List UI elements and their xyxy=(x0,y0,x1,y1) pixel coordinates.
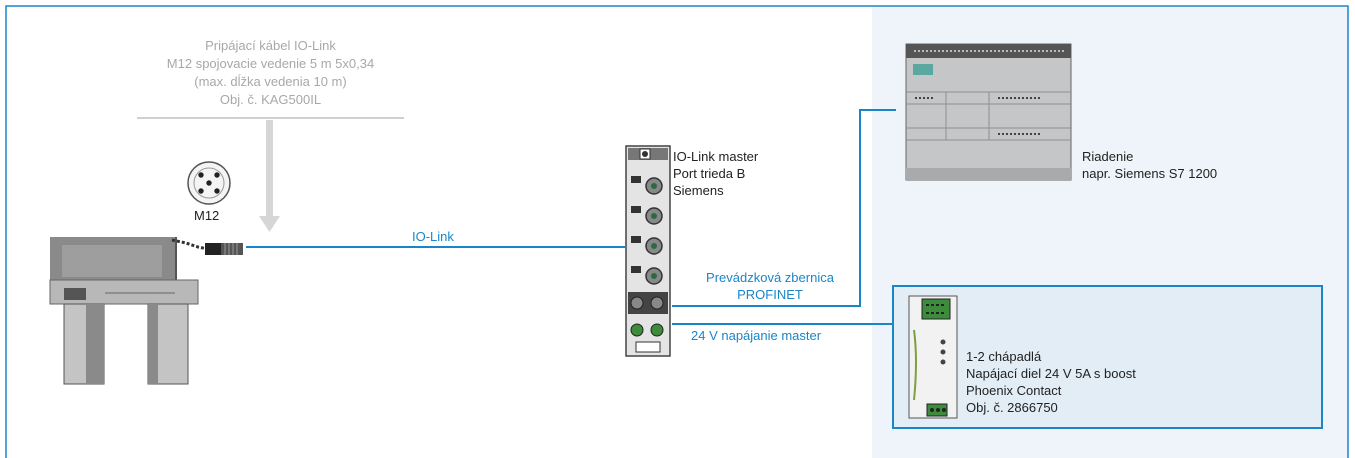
controller-example: napr. Siemens S7 1200 xyxy=(1082,166,1218,181)
outer-frame xyxy=(5,5,1349,458)
power-supply-icon xyxy=(908,295,958,419)
master-description: IO-Link master Port trieda B Siemens xyxy=(673,148,758,199)
profinet-line xyxy=(672,109,896,307)
power-supply-vendor: Phoenix Contact xyxy=(966,383,1062,398)
m12-connector-icon xyxy=(187,161,231,205)
controller-description: Riadenie napr. Siemens S7 1200 xyxy=(1082,148,1217,182)
m12-label: M12 xyxy=(194,208,220,223)
power-supply-order-number: Obj. č. 2866750 xyxy=(966,400,1058,415)
io-link-master-icon xyxy=(625,145,671,357)
io-link-label: IO-Link xyxy=(412,229,454,244)
power-supply-grippers: 1-2 chápadlá xyxy=(966,349,1042,364)
power-supply-description: 1-2 chápadlá Napájací diel 24 V 5A s boo… xyxy=(966,348,1136,416)
bus-protocol: PROFINET xyxy=(737,287,803,302)
cable-arrow-shaft xyxy=(266,120,273,218)
gripper-device-icon xyxy=(49,237,243,385)
cable-order-number: Obj. č. KAG500IL xyxy=(219,92,322,107)
bus-label: Prevádzková zbernica PROFINET xyxy=(676,269,864,303)
cable-max-length: (max. dĺžka vedenia 10 m) xyxy=(194,74,347,89)
cable-arrow-head xyxy=(259,216,280,232)
cable-description: Pripájací kábel IO-Link M12 spojovacie v… xyxy=(137,37,404,109)
master-port-class: Port trieda B xyxy=(673,166,746,181)
power-line-label: 24 V napájanie master xyxy=(691,328,822,343)
power-supply-box xyxy=(892,285,1323,429)
cable-title: Pripájací kábel IO-Link xyxy=(205,38,336,53)
master-vendor: Siemens xyxy=(673,183,724,198)
controller-title: Riadenie xyxy=(1082,149,1134,164)
plc-controller-icon xyxy=(905,43,1072,181)
cable-spec: M12 spojovacie vedenie 5 m 5x0,34 xyxy=(166,56,375,71)
master-title: IO-Link master xyxy=(673,149,759,164)
bus-title: Prevádzková zbernica xyxy=(706,270,834,285)
power-supply-title: Napájací diel 24 V 5A s boost xyxy=(966,366,1136,381)
